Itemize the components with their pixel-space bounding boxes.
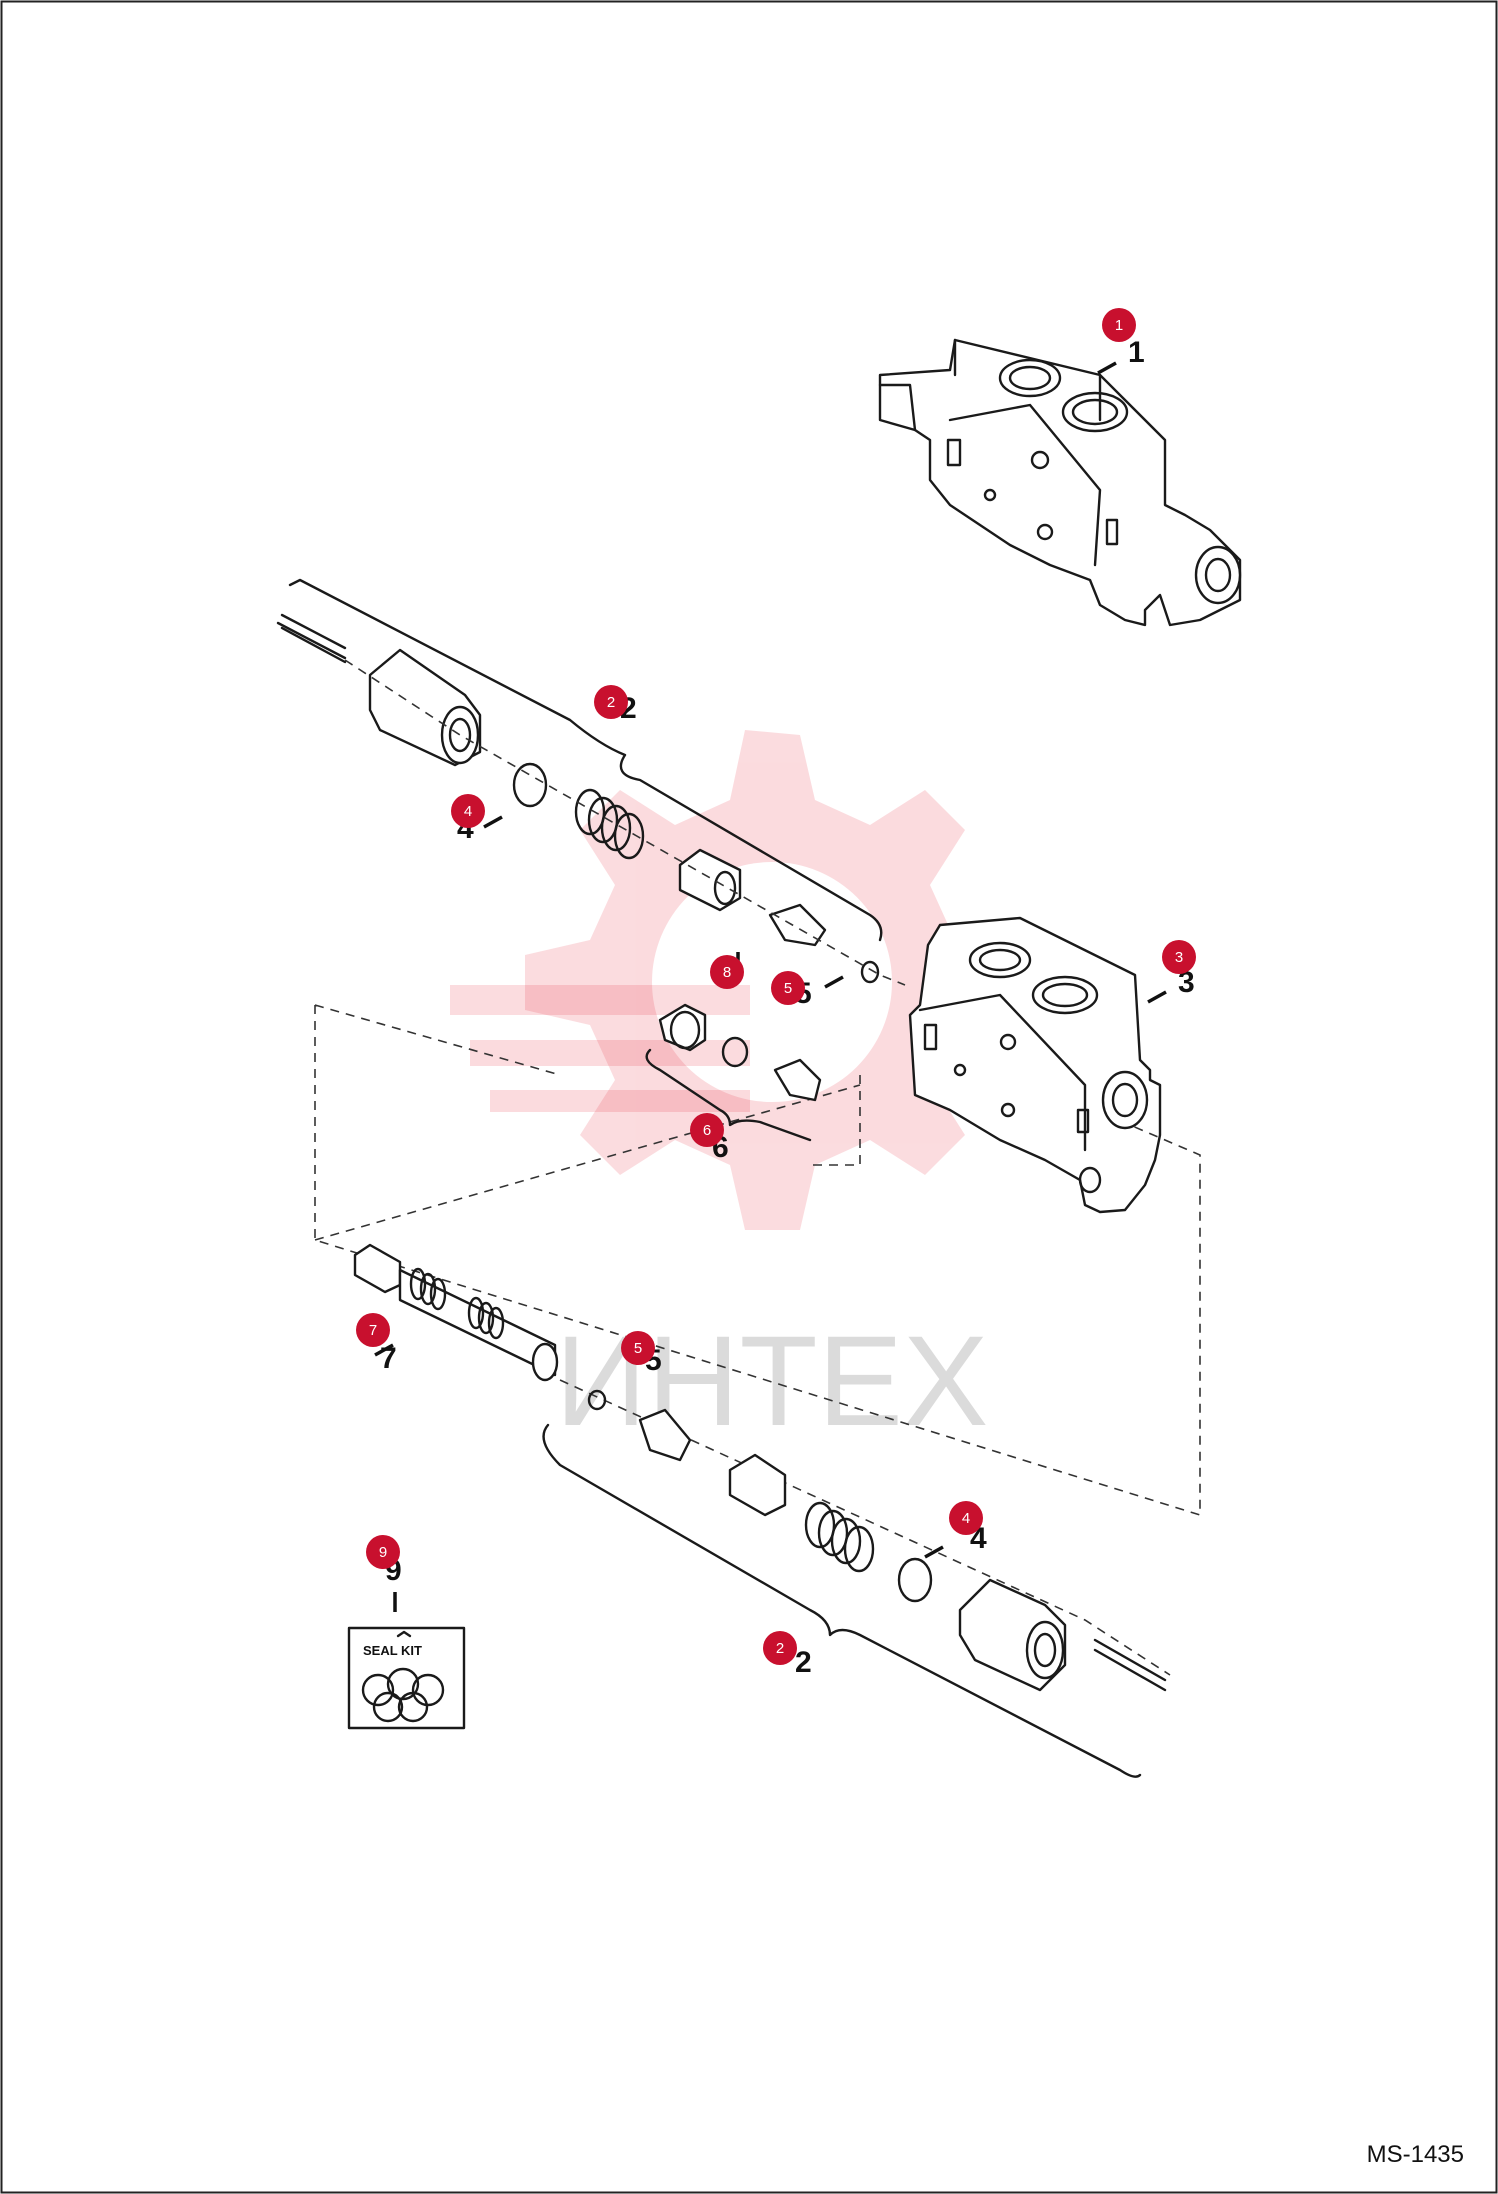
bracket-lower: [542, 1423, 1142, 1778]
document-code: MS-1435: [1367, 2141, 1464, 2168]
callout-3[interactable]: 3: [1162, 940, 1196, 974]
svg-text:4: 4: [464, 803, 472, 820]
callout-8[interactable]: 8: [710, 955, 744, 989]
callout-1[interactable]: 1: [1102, 308, 1136, 342]
svg-text:4: 4: [962, 1510, 970, 1527]
watermark-stripes-icon: [450, 985, 750, 1112]
svg-text:8: 8: [723, 964, 731, 981]
part-label-1: 1: [1128, 336, 1145, 369]
svg-text:9: 9: [379, 1544, 387, 1561]
svg-text:5: 5: [784, 980, 792, 997]
callout-5-upper[interactable]: 5: [771, 971, 805, 1005]
plug-subassembly-part: [645, 1003, 822, 1142]
upper-centerline: [344, 659, 906, 986]
callout-6[interactable]: 6: [690, 1113, 724, 1147]
o-ring-set-icon: [361, 1667, 445, 1723]
svg-text:2: 2: [776, 1640, 784, 1657]
callout-4-lower[interactable]: 4: [949, 1501, 983, 1535]
svg-text:1: 1: [1115, 317, 1123, 334]
seal-kit-label: SEAL KIT: [363, 1643, 422, 1658]
part-label-3: 3: [1178, 966, 1195, 999]
callout-9[interactable]: 9: [366, 1535, 400, 1569]
leader-lines: [374, 361, 1167, 1612]
watermark-gear-icon: [525, 730, 1020, 1230]
svg-text:2: 2: [607, 694, 615, 711]
part-label-7: 7: [380, 1342, 397, 1375]
callout-7[interactable]: 7: [356, 1313, 390, 1347]
callout-5-lower[interactable]: 5: [621, 1331, 655, 1365]
valve-section-top-part: [878, 338, 1242, 627]
svg-text:3: 3: [1175, 949, 1183, 966]
callout-2-upper[interactable]: 2: [594, 685, 628, 719]
spool-part: [353, 1243, 559, 1382]
bracket-upper: [288, 578, 883, 942]
lower-centerline: [559, 1379, 1171, 1676]
svg-text:7: 7: [369, 1322, 377, 1339]
part-label-2-lower: 2: [795, 1646, 812, 1679]
callout-2-lower[interactable]: 2: [763, 1631, 797, 1665]
svg-text:5: 5: [634, 1340, 642, 1357]
watermark-text: ИНТЕХ: [555, 1310, 988, 1453]
seal-kit-part: SEAL KIT: [347, 1626, 466, 1730]
valve-section-middle-part: [908, 916, 1162, 1214]
relief-cap-lower-part: [587, 1389, 1167, 1692]
callout-4-upper[interactable]: 4: [451, 794, 485, 828]
relief-cap-upper-part: [276, 613, 880, 984]
svg-text:6: 6: [703, 1122, 711, 1139]
